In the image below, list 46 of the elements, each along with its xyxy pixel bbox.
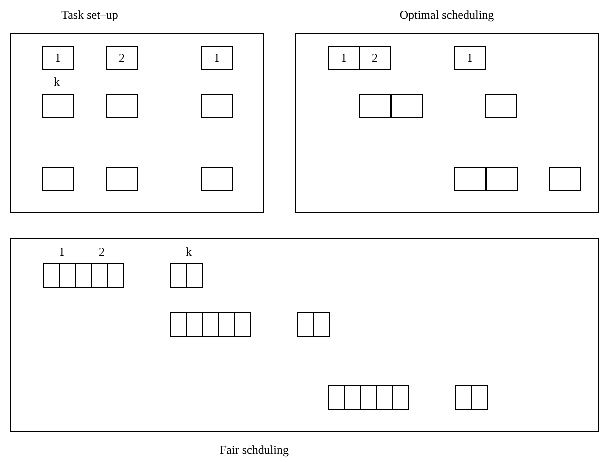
- index-label: k: [185, 245, 193, 259]
- time-slot: [454, 167, 486, 191]
- time-slot: [297, 312, 314, 337]
- time-slot: [201, 167, 233, 191]
- time-slot: [91, 263, 108, 288]
- index-label: 2: [98, 245, 106, 259]
- task-box: 2: [106, 46, 138, 70]
- time-slot: [202, 312, 219, 337]
- time-slot: [360, 385, 377, 410]
- time-slot: [59, 263, 76, 288]
- time-slot: [43, 263, 60, 288]
- time-slot: [486, 167, 518, 191]
- time-slot: [218, 312, 235, 337]
- time-slot: [170, 263, 187, 288]
- task-box: 1: [42, 46, 74, 70]
- task-box: 2: [359, 46, 391, 70]
- time-slot: [42, 94, 74, 118]
- time-slot: [186, 263, 203, 288]
- time-slot: [170, 312, 187, 337]
- time-slot: [485, 94, 517, 118]
- time-slot: [344, 385, 361, 410]
- time-slot: [391, 94, 423, 118]
- time-slot: [106, 94, 138, 118]
- time-slot: [234, 312, 251, 337]
- index-label: 1: [58, 245, 66, 259]
- time-slot: [376, 385, 393, 410]
- time-slot: [549, 167, 581, 191]
- panel-title: Task set–up: [60, 7, 120, 23]
- time-slot: [106, 167, 138, 191]
- time-slot: [392, 385, 409, 410]
- time-slot: [328, 385, 345, 410]
- time-slot: [42, 167, 74, 191]
- time-slot: [201, 94, 233, 118]
- index-label: k: [53, 75, 61, 89]
- task-box: 1: [201, 46, 233, 70]
- time-slot: [471, 385, 488, 410]
- time-slot: [313, 312, 330, 337]
- time-slot: [455, 385, 472, 410]
- time-slot: [107, 263, 124, 288]
- time-slot: [75, 263, 92, 288]
- time-slot: [186, 312, 203, 337]
- task-box: 1: [328, 46, 360, 70]
- task-box: 1: [454, 46, 486, 70]
- time-slot: [359, 94, 391, 118]
- panel-title: Optimal scheduling: [398, 7, 496, 23]
- panel-title: Fair schduling: [219, 442, 290, 458]
